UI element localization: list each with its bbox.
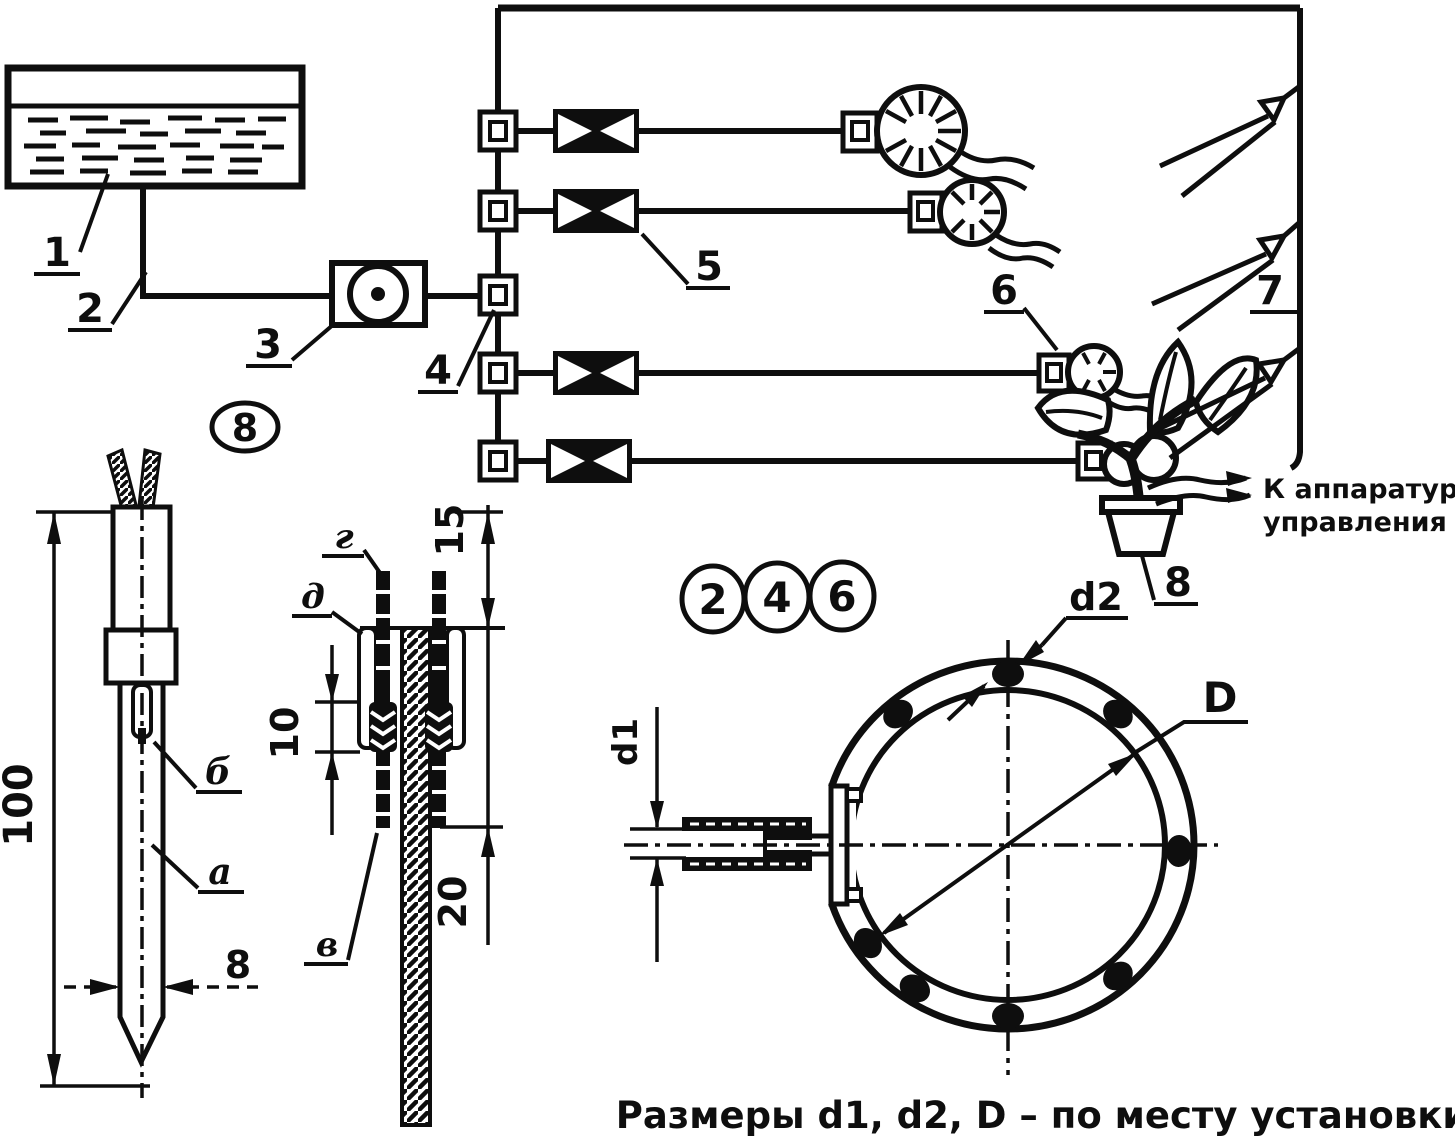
valve — [553, 351, 639, 395]
label-core: б — [205, 751, 231, 793]
marker-6: 6 — [827, 572, 856, 621]
callout-pump: 3 — [254, 322, 282, 368]
manifold-connector — [477, 351, 519, 395]
pot-position-markers: 2 4 6 — [679, 559, 877, 635]
schematic-callouts: 1 2 3 4 5 6 7 8 — [34, 173, 1300, 606]
control-note-line1: К аппаратуре — [1263, 474, 1455, 505]
dim-100: 100 — [0, 510, 150, 1088]
manifold-connector — [477, 189, 519, 233]
water-tank — [4, 64, 306, 190]
callout-sprinkler: 6 — [990, 268, 1018, 314]
supply-pipe — [140, 186, 332, 299]
branch-lines — [516, 128, 1090, 464]
dim-15-value: 15 — [428, 504, 472, 557]
control-note-line2: управления — [1263, 507, 1447, 538]
dim-100-value: 100 — [0, 763, 42, 847]
label-coil: в — [316, 925, 338, 965]
spray-nozzles — [1146, 84, 1302, 461]
wall-detail: 10 15 20 г д в — [263, 504, 505, 1127]
dim-D: D — [879, 673, 1248, 936]
manifold-connector — [477, 273, 519, 317]
detail-marker-8-number: 8 — [232, 406, 258, 450]
marker-2: 2 — [698, 575, 727, 624]
valve — [553, 109, 639, 153]
nozzle — [1146, 346, 1302, 461]
callout-tank: 1 — [43, 230, 71, 276]
callout-valve: 5 — [695, 244, 723, 290]
label-electrode-rod: г — [334, 517, 353, 557]
dim-10: 10 — [263, 645, 360, 835]
dim-8: 8 — [64, 943, 258, 995]
dim-20-value: 20 — [431, 876, 475, 929]
marker-4: 4 — [762, 573, 791, 622]
ring-detail: D d2 d1 — [606, 575, 1248, 1075]
sprinkler-medium — [907, 177, 1062, 270]
callout-nozzle: 7 — [1256, 268, 1284, 314]
callout-pipe: 2 — [76, 286, 104, 332]
dim-d2-value: d2 — [1069, 575, 1123, 619]
callout-manifold: 4 — [424, 348, 452, 394]
dim-8-value: 8 — [225, 943, 251, 987]
dim-D-value: D — [1203, 673, 1238, 722]
pump — [329, 260, 481, 328]
sprinkler-large — [840, 84, 1036, 192]
nozzle — [1150, 220, 1302, 333]
wire — [106, 447, 138, 511]
callout-pot-sensor: 8 — [1164, 560, 1192, 606]
solenoid-valves — [546, 109, 639, 483]
dim-d1-value: d1 — [606, 718, 646, 766]
spike-sensor-detail: 100 8 б а — [0, 447, 258, 1098]
spike-body — [117, 680, 166, 1068]
label-sleeve: д — [301, 577, 325, 617]
dim-10-value: 10 — [263, 707, 307, 760]
valve — [553, 189, 639, 233]
dim-d2: d2 — [946, 575, 1128, 722]
caption: Размеры d1, d2, D – по месту установки — [616, 1094, 1455, 1137]
detail-marker-8: 8 — [209, 400, 281, 454]
nozzle — [1158, 84, 1302, 198]
dim-15-20: 15 20 — [428, 504, 503, 945]
dim-d1: d1 — [606, 707, 686, 962]
manifold-connector — [477, 439, 519, 483]
valve — [546, 439, 632, 483]
pot — [1104, 509, 1178, 557]
plant-in-pot — [1034, 337, 1260, 557]
manifold-connector — [477, 109, 519, 153]
label-rod: а — [208, 851, 231, 893]
control-note: К аппаратуре управления — [1146, 471, 1455, 538]
